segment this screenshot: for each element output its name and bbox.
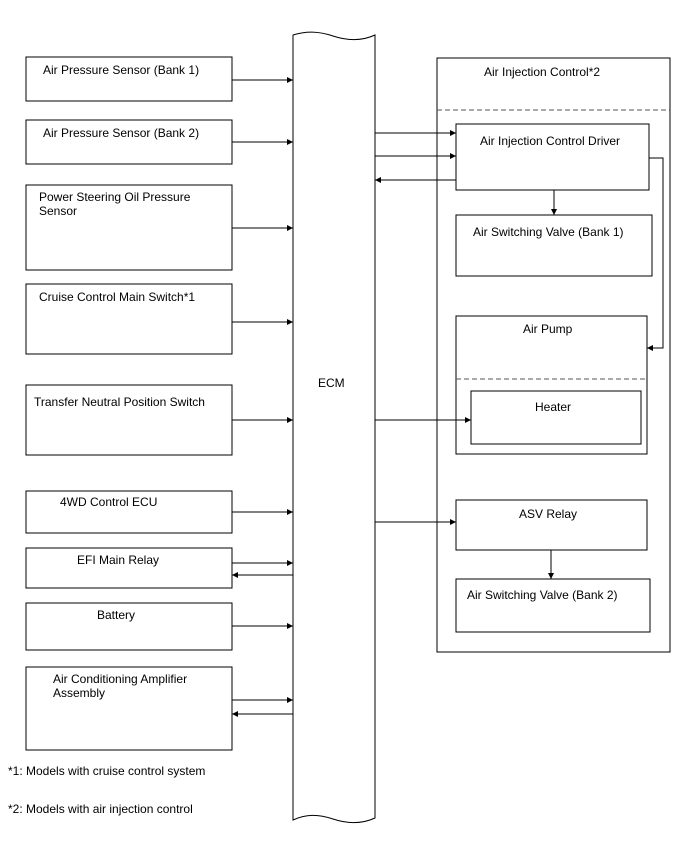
- efi-main-relay-label: EFI Main Relay: [77, 553, 160, 567]
- air-injection-control-title: Air Injection Control*2: [484, 65, 601, 79]
- power-steering-oil-pressure-sensor-label: Power Steering Oil Pressure Sensor: [39, 190, 191, 218]
- transfer-neutral-position-switch-label: Transfer Neutral Position Switch: [34, 395, 205, 409]
- air-pressure-sensor-bank1-label: Air Pressure Sensor (Bank 1): [43, 63, 200, 77]
- transfer-neutral-position-switch-box: [25, 384, 233, 456]
- air-pressure-sensor-bank1-box: [25, 56, 233, 102]
- air-injection-control-driver-label: Air Injection Control Driver: [480, 134, 621, 148]
- air-switching-valve-bank1-label: Air Switching Valve (Bank 1): [473, 225, 624, 239]
- power-steering-oil-pressure-sensor-box: [25, 184, 233, 271]
- efi-main-relay-box: [25, 547, 233, 589]
- footnote-2: *2: Models with air injection control: [8, 802, 193, 816]
- air-conditioning-amplifier-assembly-box: [25, 666, 233, 751]
- fourwd-control-ecu-box: [25, 490, 233, 534]
- ecm-block: [292, 31, 376, 824]
- air-switching-valve-bank2-box: [455, 578, 651, 633]
- air-switching-valve-bank1-box: [455, 214, 653, 277]
- air-conditioning-amplifier-assembly-label: Air Conditioning Amplifier Assembly: [53, 672, 188, 700]
- heater-label: Heater: [535, 400, 572, 414]
- cruise-control-main-switch-label: Cruise Control Main Switch*1: [39, 290, 196, 304]
- footnote-1: *1: Models with cruise control system: [8, 764, 206, 778]
- cruise-control-main-switch-box: [25, 283, 233, 355]
- air-switching-valve-bank2-label: Air Switching Valve (Bank 2): [467, 588, 618, 602]
- asv-relay-label: ASV Relay: [519, 507, 578, 521]
- air-pressure-sensor-bank2-label: Air Pressure Sensor (Bank 2): [43, 126, 200, 140]
- air-injection-control-driver-box: [455, 123, 650, 191]
- air-injection-control-group: [436, 57, 671, 653]
- arrow-driver-to-air-pump: [647, 157, 664, 351]
- air-pump-label: Air Pump: [523, 322, 573, 336]
- air-pressure-sensor-bank2-box: [25, 119, 233, 165]
- fourwd-control-ecu-label: 4WD Control ECU: [60, 495, 158, 509]
- ecm-label: ECM: [318, 376, 345, 390]
- heater-box: [470, 390, 642, 445]
- asv-relay-box: [455, 499, 648, 551]
- battery-label: Battery: [97, 608, 136, 622]
